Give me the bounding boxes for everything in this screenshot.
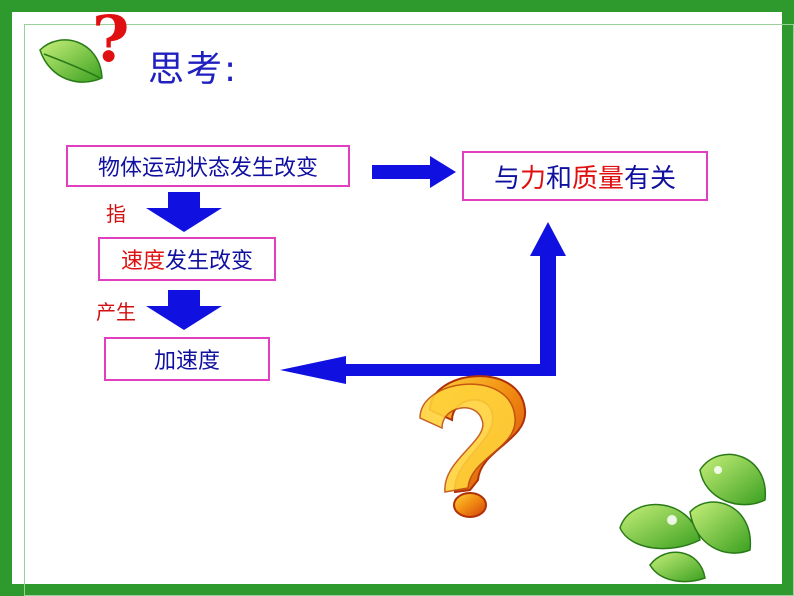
produces-label: 产生	[96, 300, 136, 324]
state-change-box: 物体运动状态发生改变	[66, 145, 350, 187]
result-mass-1: 质	[572, 163, 599, 194]
refers-label: 指	[106, 202, 126, 226]
result-text-1: 与	[493, 163, 520, 194]
acceleration-box: 加速度	[104, 337, 270, 381]
arrow-down-icon	[146, 290, 222, 330]
arrow-loop-icon	[280, 222, 566, 384]
speed-text: 速度	[120, 249, 165, 274]
small-question-mark-icon: ?	[92, 2, 130, 77]
arrow-right-icon	[372, 156, 456, 188]
result-box: 与力和质量有关	[462, 151, 708, 201]
result-force: 力	[519, 163, 546, 194]
arrow-down-icon	[146, 192, 222, 232]
state-change-text: 物体运动状态发生改变	[97, 156, 318, 181]
question-mark-icon	[419, 375, 527, 518]
speed-change-box: 速度发生改变	[98, 237, 276, 281]
leaf-cluster-icon	[619, 453, 766, 583]
page-title: 思考:	[148, 49, 239, 90]
acceleration-text: 加速度	[153, 349, 220, 374]
result-text-3: 和	[545, 163, 572, 194]
result-text-6: 有关	[624, 163, 677, 194]
result-mass-2: 量	[598, 163, 625, 194]
speed-change-text: 发生改变	[165, 249, 254, 274]
leaf-icon	[39, 39, 103, 83]
